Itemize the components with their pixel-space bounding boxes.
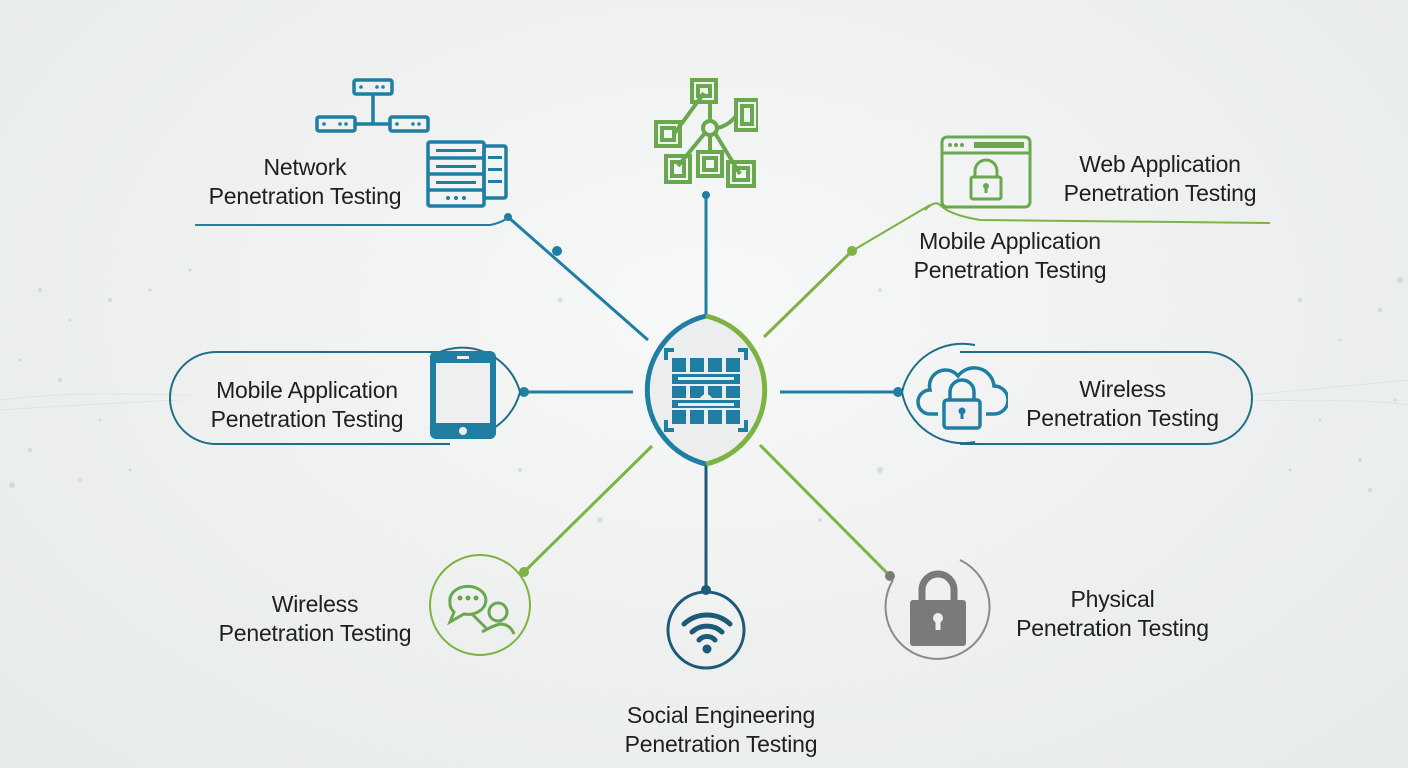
- label-line-2: Penetration Testing: [913, 257, 1107, 283]
- label-line-1: Physical: [1070, 586, 1155, 612]
- mobile-app-right-label: Mobile Application Penetration Testing: [895, 227, 1125, 285]
- padlock-icon: [910, 570, 966, 646]
- social-engineering-label: Social Engineering Penetration Testing: [605, 701, 837, 759]
- label-line-2: Penetration Testing: [1063, 180, 1257, 206]
- wireless-right-label: Wireless Penetration Testing: [1010, 375, 1235, 433]
- label-line-1: Social Engineering: [626, 702, 816, 728]
- label-line-1: Web Application: [1079, 151, 1241, 177]
- chat-person-icon: [447, 584, 516, 635]
- label-line-2: Penetration Testing: [218, 620, 412, 646]
- cloud-lock-icon: [916, 366, 1008, 430]
- web-app-label: Web Application Penetration Testing: [1040, 150, 1280, 208]
- label-line-1: Wireless: [271, 591, 359, 617]
- background-specks: [9, 268, 1403, 523]
- label-line-2: Penetration Testing: [208, 183, 402, 209]
- label-line-2: Penetration Testing: [1016, 615, 1209, 641]
- label-line-1: Network: [263, 154, 347, 180]
- browser-lock-icon: [940, 135, 1032, 209]
- network-topology-icon: [654, 78, 758, 188]
- wireless-left-label: Wireless Penetration Testing: [200, 590, 430, 648]
- mobile-app-left-label: Mobile Application Penetration Testing: [192, 376, 422, 434]
- label-line-1: Mobile Application: [919, 228, 1101, 254]
- network-servers-icon: [315, 78, 508, 208]
- label-line-1: Wireless: [1079, 376, 1166, 402]
- network-label: Network Penetration Testing: [190, 153, 420, 211]
- wifi-icon: [681, 612, 733, 654]
- label-line-1: Mobile Application: [216, 377, 398, 403]
- label-line-2: Penetration Testing: [210, 406, 404, 432]
- label-line-2: Penetration Testing: [1026, 405, 1219, 431]
- physical-label: Physical Penetration Testing: [1000, 585, 1225, 643]
- tablet-icon: [430, 351, 496, 439]
- label-line-2: Penetration Testing: [624, 731, 818, 757]
- firewall-brick-icon: [664, 348, 748, 432]
